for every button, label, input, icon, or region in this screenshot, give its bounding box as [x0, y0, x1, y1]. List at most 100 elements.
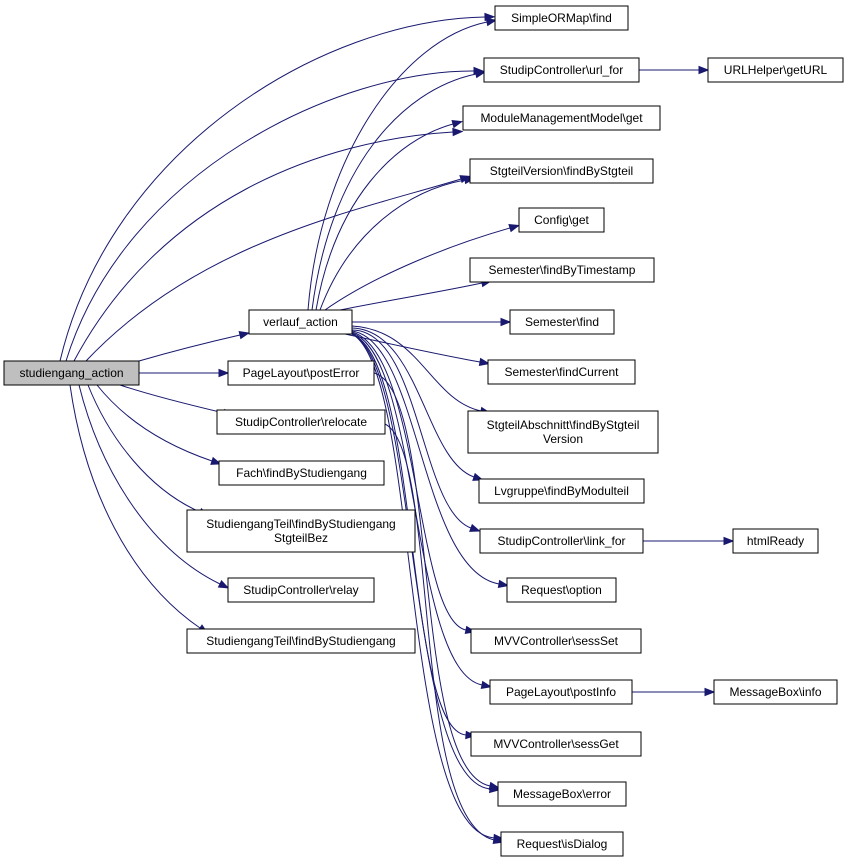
- arrowhead-icon: [485, 17, 498, 27]
- node-pagelayout-posterror[interactable]: PageLayout\postError: [227, 360, 375, 386]
- edges-layer: [59, 12, 735, 844]
- node-label: StudipController\link_for: [497, 534, 625, 548]
- arrowhead-icon: [451, 120, 464, 129]
- node-fach-findbystudiengang[interactable]: Fach\findByStudiengang: [218, 460, 385, 486]
- edge-verlauf-action-to-modulemanagementmodel-get: [315, 120, 464, 311]
- edge-line: [351, 333, 495, 839]
- node-box: [509, 309, 615, 335]
- node-config-get[interactable]: Config\get: [518, 207, 605, 233]
- node-request-isdialog[interactable]: Request\isDialog: [500, 831, 624, 857]
- node-label: Request\isDialog: [517, 837, 608, 851]
- arrowhead-icon: [474, 69, 487, 79]
- node-messagebox-error[interactable]: MessageBox\error: [497, 781, 627, 807]
- node-semester-findcurrent[interactable]: Semester\findCurrent: [487, 359, 636, 385]
- nodes-layer: studiengang_action verlauf_actionPageLayo…: [3, 5, 844, 857]
- node-box: [713, 679, 838, 705]
- node-label: Lvgruppe\findByModulteil: [494, 484, 629, 498]
- node-pagelayout-postinfo[interactable]: PageLayout\postInfo: [489, 679, 633, 705]
- edge-studiengang-action-to-fach-findbystudiengang: [96, 384, 222, 465]
- edge-line: [319, 179, 466, 311]
- edge-line: [344, 333, 481, 363]
- node-mvvcontroller-sessget[interactable]: MVVController\sessGet: [470, 731, 642, 757]
- edge-line: [324, 227, 511, 311]
- node-box: [483, 57, 640, 83]
- node-studipcontroller-relocate[interactable]: StudipController\relocate: [216, 409, 386, 435]
- arrowhead-icon: [480, 680, 493, 690]
- edge-line: [87, 384, 201, 513]
- node-modulemanagementmodel-get[interactable]: ModuleManagementModel\get: [462, 105, 661, 131]
- edge-studiengang-action-to-simpleormap-find: [59, 12, 496, 362]
- arrowhead-icon: [497, 579, 510, 589]
- node-box: [469, 158, 654, 184]
- node-box: [494, 5, 629, 31]
- node-label: PageLayout\postError: [243, 366, 360, 380]
- edge-pagelayout-posterror-to-messagebox-error: [373, 372, 501, 791]
- node-label: SimpleORMap\find: [511, 11, 612, 25]
- node-box: [707, 57, 844, 83]
- node-request-option[interactable]: Request\option: [506, 577, 617, 603]
- edge-verlauf-action-to-request-option: [351, 330, 510, 589]
- edge-line: [65, 70, 475, 362]
- edge-verlauf-action-to-simpleormap-find: [307, 17, 498, 311]
- edge-line: [311, 73, 477, 311]
- edge-studiengang-action-to-modulemanagementmodel-get: [73, 127, 464, 362]
- node-semester-find[interactable]: Semester\find: [509, 309, 615, 335]
- node-label: Request\option: [521, 583, 602, 597]
- arrowhead-icon: [508, 224, 521, 233]
- node-box: [500, 831, 624, 857]
- edge-verlauf-action-to-semester-findcurrent: [344, 333, 491, 367]
- edge-line: [73, 131, 454, 362]
- arrowhead-icon: [217, 580, 230, 589]
- node-studiengangteil-findbystudiengangstgteilbez[interactable]: StudiengangTeil\findByStudiengangStgteil…: [186, 509, 416, 553]
- node-label: MessageBox\info: [729, 685, 821, 699]
- node-simpleormap-find[interactable]: SimpleORMap\find: [494, 5, 629, 31]
- node-box: [216, 409, 386, 435]
- arrowhead-icon: [723, 536, 735, 546]
- node-studipcontroller-url-for[interactable]: StudipController\url_for: [483, 57, 640, 83]
- edge-line: [351, 327, 475, 478]
- node-label: Semester\findCurrent: [504, 365, 619, 379]
- node-box: [487, 359, 636, 385]
- node-messagebox-info[interactable]: MessageBox\info: [713, 679, 838, 705]
- edge-line: [351, 329, 472, 529]
- node-studiengang-action[interactable]: studiengang_action: [3, 360, 140, 386]
- node-label: StgteilAbschnitt\findByStgteil: [487, 418, 640, 432]
- node-lvgruppe-findbymodulteil[interactable]: Lvgruppe\findByModulteil: [478, 478, 645, 504]
- edge-line: [373, 372, 491, 787]
- node-label: Fach\findByStudiengang: [236, 466, 367, 480]
- edge-studipcontroller-relocate-to-request-isdialog: [384, 423, 505, 844]
- arrowhead-icon: [218, 368, 230, 378]
- node-label: Config\get: [534, 213, 589, 227]
- node-verlauf-action[interactable]: verlauf_action: [248, 309, 353, 335]
- node-studipcontroller-relay[interactable]: StudipController\relay: [227, 577, 375, 603]
- node-stgteilversion-findbystgteil[interactable]: StgteilVersion\findByStgteil: [469, 158, 654, 184]
- node-label: URLHelper\getURL: [724, 63, 828, 77]
- node-htmlready[interactable]: htmlReady: [732, 528, 819, 554]
- edge-line: [85, 178, 462, 362]
- node-box: [462, 105, 661, 131]
- edge-verlauf-action-to-semester-findbytimestamp: [339, 278, 493, 311]
- edge-line: [339, 282, 483, 311]
- node-box: [186, 628, 416, 654]
- node-label: studiengang_action: [19, 366, 123, 380]
- edge-line: [351, 330, 500, 585]
- edge-verlauf-action-to-semester-find: [352, 317, 512, 327]
- node-studiengangteil-findbystudiengang[interactable]: StudiengangTeil\findByStudiengang: [186, 628, 416, 654]
- edge-verlauf-action-to-studipcontroller-link-for: [351, 329, 481, 532]
- arrowhead-icon: [478, 357, 491, 367]
- node-label: Semester\find: [525, 315, 599, 329]
- node-box: [248, 309, 353, 335]
- node-mvvcontroller-sessset[interactable]: MVVController\sessSet: [470, 628, 642, 654]
- node-box: [497, 781, 627, 807]
- edge-studipcontroller-link-for-to-htmlready: [643, 536, 735, 546]
- node-box: [479, 528, 644, 554]
- node-semester-findbytimestamp[interactable]: Semester\findByTimestamp: [469, 257, 655, 283]
- edge-line: [315, 123, 454, 311]
- node-label: ModuleManagementModel\get: [480, 111, 643, 125]
- node-box: [227, 577, 375, 603]
- edge-verlauf-action-to-studipcontroller-url-for: [311, 69, 487, 311]
- node-studipcontroller-link-for[interactable]: StudipController\link_for: [479, 528, 644, 554]
- node-urlhelper-geturl[interactable]: URLHelper\getURL: [707, 57, 844, 83]
